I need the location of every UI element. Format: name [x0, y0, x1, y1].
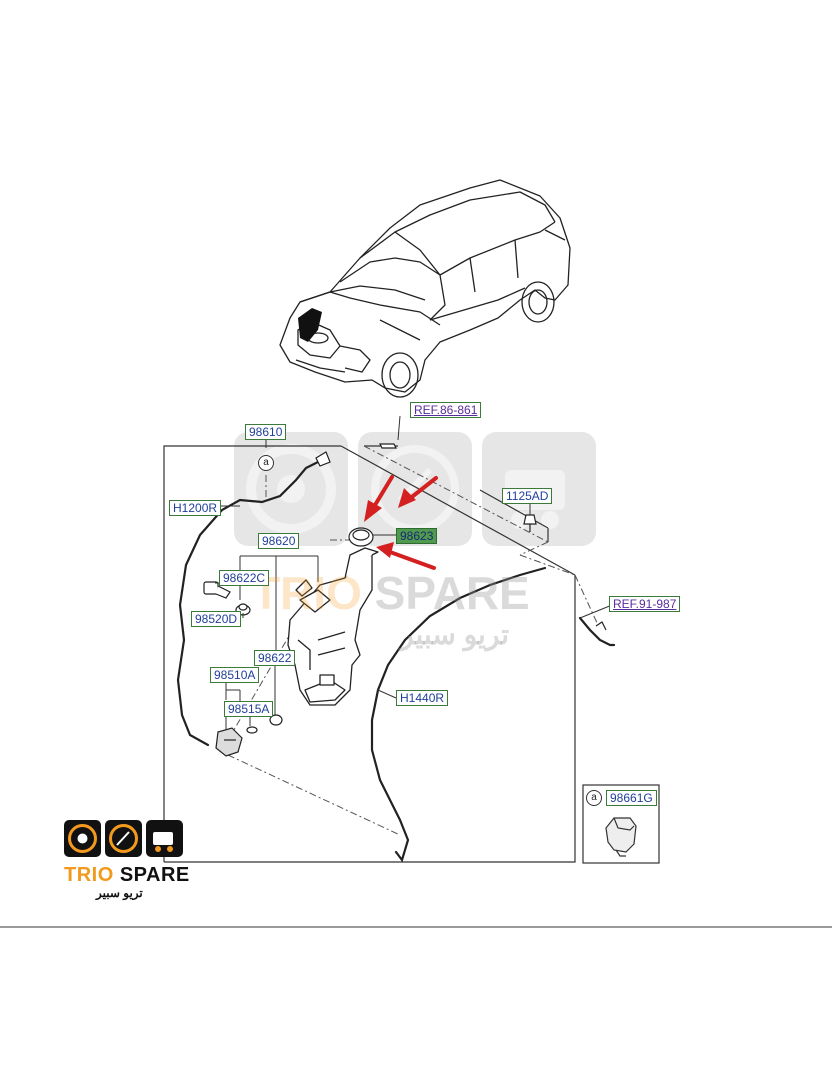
callout-a-main: a — [258, 455, 274, 471]
assembly-frame — [163, 445, 576, 863]
ref-label-86-861[interactable]: REF.86-861 — [410, 402, 482, 418]
hoses — [176, 458, 616, 863]
part-label-98520D[interactable]: 98520D — [191, 611, 242, 627]
watermark-text: TRIO SPARE — [252, 566, 530, 620]
brand-word-spare: SPARE — [119, 864, 190, 886]
part-label-1125AD[interactable]: 1125AD — [502, 488, 553, 504]
brand-logo-icons — [64, 820, 183, 857]
part-label-98610[interactable]: 98610 — [245, 424, 287, 440]
watermark-arabic: تريو سبير — [400, 619, 510, 650]
part-label-98510A[interactable]: 98510A — [210, 667, 260, 683]
part-label-H1200R[interactable]: H1200R — [169, 500, 222, 516]
part-label-98623[interactable]: 98623 — [396, 528, 438, 544]
watermark-word-2: SPARE — [374, 567, 530, 619]
watermark-word-1: TRIO — [252, 567, 362, 619]
brand-word-trio: TRIO — [64, 864, 114, 886]
washer-reservoir — [287, 547, 379, 706]
brand-logo-arabic: تريو سبير — [96, 886, 143, 900]
label-leaders — [210, 415, 613, 730]
part-label-98661G[interactable]: 98661G — [606, 790, 657, 806]
inset-box — [582, 784, 660, 864]
brand-logo-text: TRIO SPARE — [64, 864, 190, 887]
part-label-98622C[interactable]: 98622C — [219, 570, 270, 586]
car-illustration — [279, 179, 571, 398]
part-label-98515A[interactable]: 98515A — [224, 701, 274, 717]
part-label-98620[interactable]: 98620 — [258, 533, 300, 549]
small-parts — [203, 443, 607, 757]
page-divider — [0, 926, 832, 928]
part-label-98622[interactable]: 98622 — [254, 650, 296, 666]
callout-a-inset: a — [586, 790, 602, 806]
part-label-H1440R[interactable]: H1440R — [396, 690, 449, 706]
red-arrows — [364, 475, 438, 570]
ref-label-91-987[interactable]: REF.91-987 — [609, 596, 681, 612]
reservoir-location-marker — [298, 308, 322, 342]
